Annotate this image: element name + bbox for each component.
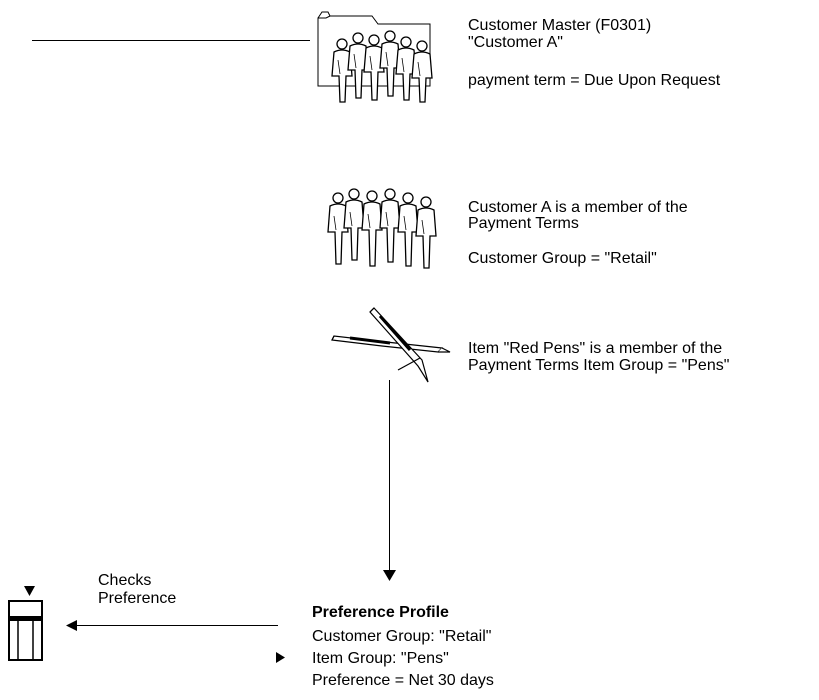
horizontal-arrow-line — [76, 625, 278, 626]
item-group-line-1: Item "Red Pens" is a member of the — [468, 340, 723, 357]
down-arrow-head — [383, 570, 396, 581]
checks-label-line-2: Preference — [98, 590, 177, 607]
customer-master-title: Customer Master (F0301) — [468, 17, 652, 34]
preference-profile-customer-group: Customer Group: "Retail" — [312, 628, 492, 645]
customer-group-line-1: Customer A is a member of the — [468, 199, 688, 216]
document-icon — [8, 600, 43, 661]
document-marker-icon — [24, 586, 35, 596]
vertical-arrow-line — [389, 380, 390, 572]
customer-master-name: "Customer A" — [468, 34, 563, 51]
pens-icon — [331, 307, 451, 383]
people-group-icon — [327, 188, 437, 269]
profile-pointer-icon — [276, 652, 285, 663]
folder-people-icon — [317, 11, 433, 103]
customer-group-line-3: Customer Group = "Retail" — [468, 250, 657, 267]
customer-master-payment-term: payment term = Due Upon Request — [468, 72, 721, 89]
top-connector-line — [32, 40, 310, 41]
customer-group-line-2: Payment Terms — [468, 215, 579, 232]
checks-label-line-1: Checks — [98, 572, 152, 589]
item-group-line-2: Payment Terms Item Group = "Pens" — [468, 357, 730, 374]
preference-profile-item-group: Item Group: "Pens" — [312, 650, 449, 667]
preference-profile-preference: Preference = Net 30 days — [312, 672, 494, 689]
preference-profile-title: Preference Profile — [312, 604, 449, 621]
left-arrow-head — [66, 620, 77, 631]
